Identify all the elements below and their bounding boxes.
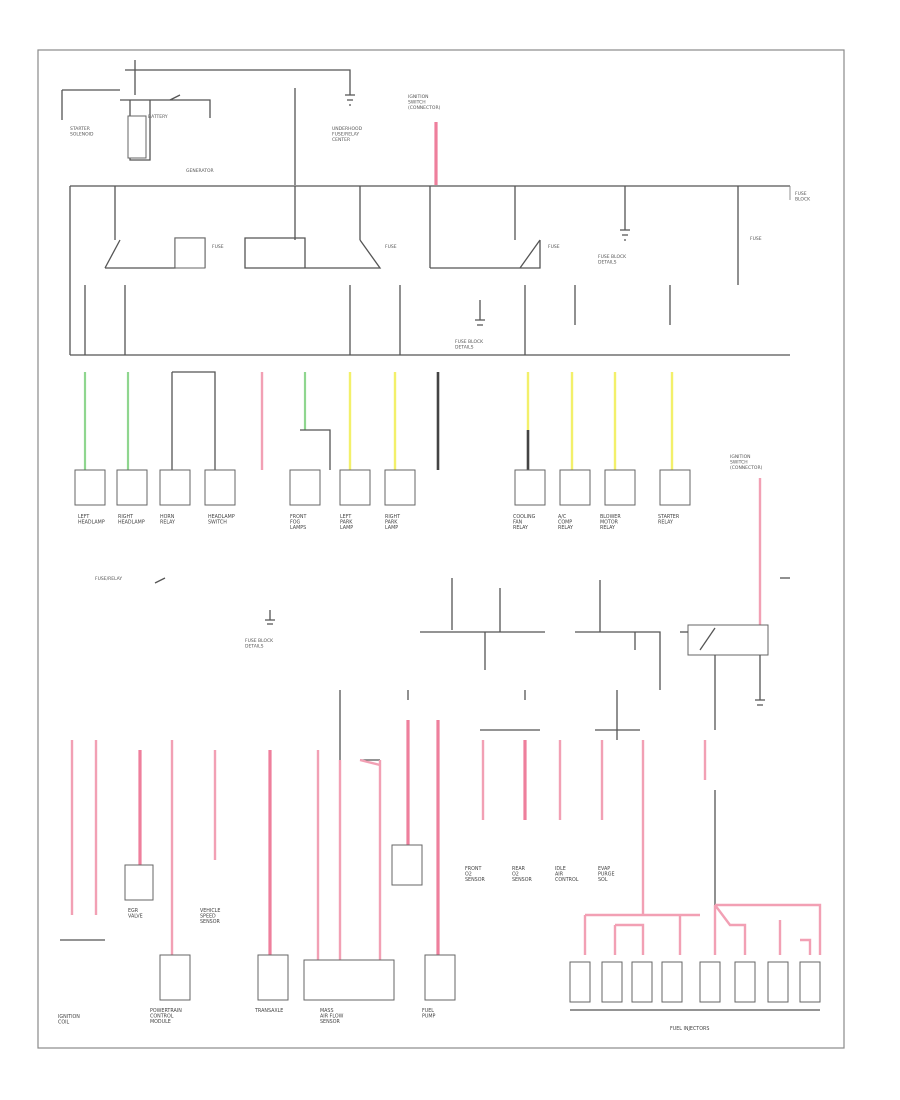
- component-box: [204, 469, 236, 506]
- component-box: [124, 864, 154, 901]
- mid-wires: [83, 371, 674, 470]
- middle-component-row: [74, 469, 691, 506]
- component-box: [391, 844, 423, 886]
- generator-label: GENERATOR: [186, 168, 214, 174]
- component-box: [514, 469, 546, 506]
- battery-label: BATTERY: [148, 114, 168, 120]
- component-box: [604, 469, 636, 506]
- bottom-wires: [70, 720, 716, 960]
- component-box: [74, 469, 106, 506]
- component-box: [659, 469, 691, 506]
- component-box: [384, 469, 416, 506]
- component-box: [559, 469, 591, 506]
- injector-box: [631, 961, 653, 1003]
- injector-box: [661, 961, 683, 1003]
- injector-box: [799, 961, 821, 1003]
- component-box: [257, 954, 289, 1001]
- component-box: [289, 469, 321, 506]
- component-box: [303, 959, 395, 1001]
- injector-box: [699, 961, 721, 1003]
- fuel-injector-section: FUEL INJECTORS: [569, 903, 822, 1032]
- component-box: [339, 469, 371, 506]
- injector-box: [734, 961, 756, 1003]
- diagram-frame: [37, 49, 845, 1049]
- ground-icon: [345, 94, 355, 106]
- component-box: [116, 469, 148, 506]
- relay-label-4: FUSE: [750, 236, 762, 242]
- fuel-injectors-label: FUEL INJECTORS: [670, 1026, 709, 1032]
- injector-box: [767, 961, 789, 1003]
- relay-center-label: FUSE/RELAY: [95, 576, 122, 582]
- component-box: [159, 954, 191, 1001]
- component-box: [159, 469, 191, 506]
- component-box: [424, 954, 456, 1001]
- injector-box: [569, 961, 591, 1003]
- component-label: TRANSAXLE: [254, 1008, 283, 1014]
- battery-icon: [127, 115, 147, 159]
- bottom-component-row: [60, 844, 456, 1001]
- relay-label-1: FUSE: [212, 244, 224, 250]
- relay-label-2: FUSE: [385, 244, 397, 250]
- relay-label-3: FUSE: [548, 244, 560, 250]
- injector-box: [601, 961, 623, 1003]
